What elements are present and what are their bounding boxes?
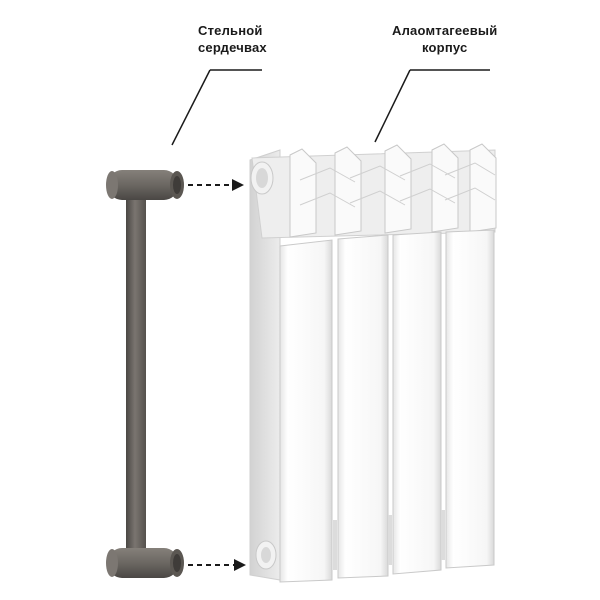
fin-3: [392, 231, 442, 575]
leader-line-core: [171, 69, 262, 146]
steel-core-pipe: [126, 185, 146, 555]
steel-core-bottom-header: [108, 548, 178, 578]
fin-4: [445, 229, 495, 569]
aluminum-body-label-line-1: Алаомтагеевый: [392, 23, 498, 38]
aluminum-body-label-line-2: корпус: [422, 40, 468, 55]
aluminum-body: [249, 143, 497, 583]
steel-core-label-line-1: Стельной: [198, 23, 263, 38]
aluminum-body-label: Алаомтагеевый корпус: [392, 22, 497, 56]
arrow-bottom: [188, 559, 246, 571]
leader-line-body: [374, 69, 490, 143]
fin-1: [279, 239, 333, 583]
fin-2: [337, 234, 389, 579]
arrow-top: [188, 179, 244, 191]
steel-core: [106, 170, 184, 578]
steel-core-top-header: [108, 170, 178, 200]
steel-core-label: Стельной сердечвах: [198, 22, 267, 56]
steel-core-label-line-2: сердечвах: [198, 40, 267, 55]
